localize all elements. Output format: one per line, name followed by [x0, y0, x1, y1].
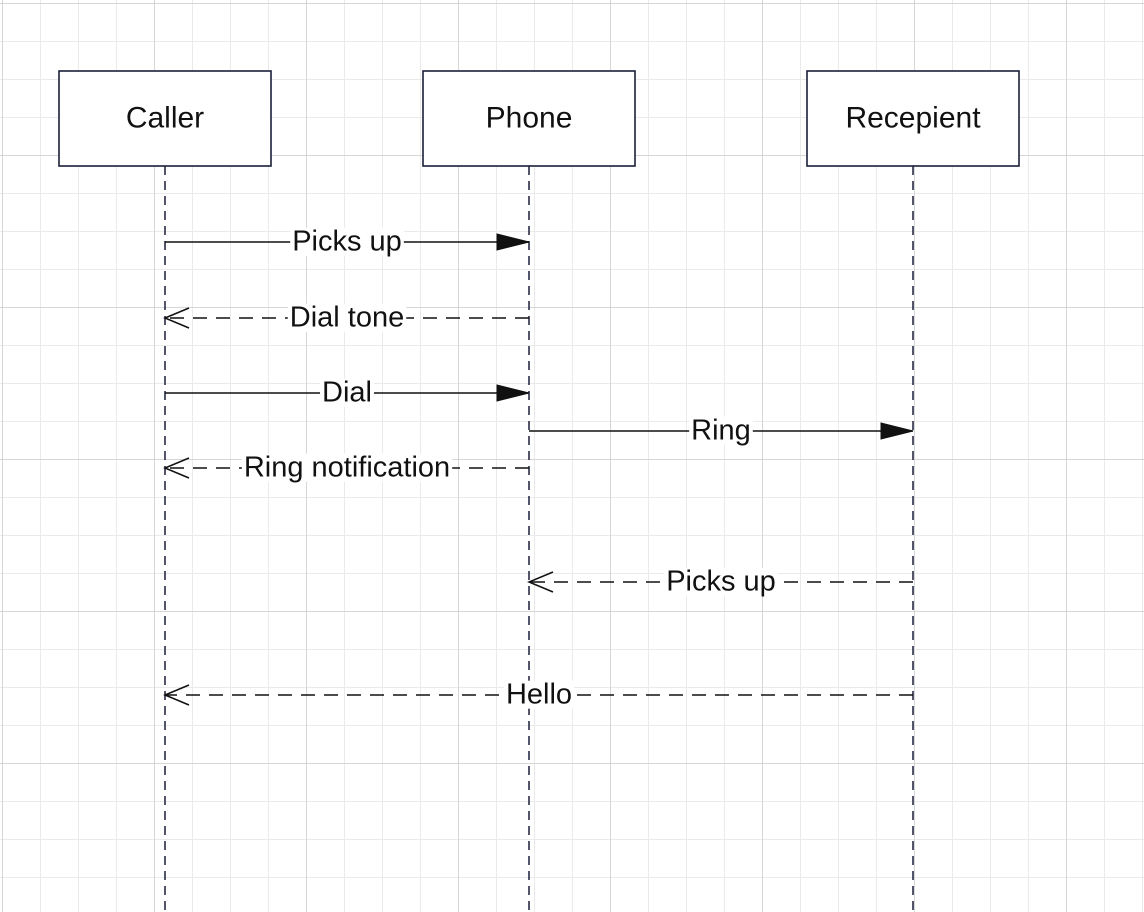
- participant-box-phone[interactable]: [422, 70, 636, 167]
- message-6[interactable]: Picks up: [527, 566, 913, 598]
- solid-arrowhead-icon: [496, 384, 530, 402]
- message-label: Dial tone: [290, 302, 404, 334]
- message-label: Ring: [691, 415, 751, 447]
- message-label: Picks up: [666, 566, 776, 598]
- participant-label-phone: Phone: [486, 101, 573, 134]
- participants: Caller Phone Recepient: [58, 70, 1020, 167]
- participant-box-recipient[interactable]: [806, 70, 1020, 167]
- open-arrowhead-icon: [163, 307, 190, 329]
- message-label-background: [241, 453, 453, 482]
- message-3[interactable]: Dial: [165, 377, 530, 409]
- message-1[interactable]: Picks up: [165, 226, 530, 258]
- message-2[interactable]: Dial tone: [163, 302, 529, 334]
- message-label: Ring notification: [244, 452, 450, 484]
- participant-caller[interactable]: Caller: [58, 70, 272, 167]
- message-4[interactable]: Ring: [529, 415, 914, 447]
- message-label-background: [290, 227, 404, 256]
- message-5[interactable]: Ring notification: [163, 452, 529, 484]
- message-label: Dial: [322, 377, 372, 409]
- message-label-background: [503, 680, 575, 709]
- message-label-background: [320, 378, 374, 407]
- message-label: Hello: [506, 679, 572, 711]
- open-arrowhead-icon: [163, 457, 190, 479]
- solid-arrowhead-icon: [496, 233, 530, 251]
- message-label-background: [664, 567, 778, 596]
- message-label: Picks up: [292, 226, 402, 258]
- participant-label-recipient: Recepient: [845, 101, 981, 134]
- open-arrowhead-icon: [163, 684, 190, 706]
- message-label-background: [287, 303, 407, 332]
- solid-arrowhead-icon: [880, 422, 914, 440]
- participant-label-caller: Caller: [126, 101, 204, 134]
- message-7[interactable]: Hello: [163, 679, 913, 711]
- lifelines: [164, 166, 914, 912]
- participant-phone[interactable]: Phone: [422, 70, 636, 167]
- message-label-background: [689, 416, 753, 445]
- open-arrowhead-icon: [527, 571, 554, 593]
- participant-recipient[interactable]: Recepient: [806, 70, 1020, 167]
- participant-box-caller[interactable]: [58, 70, 272, 167]
